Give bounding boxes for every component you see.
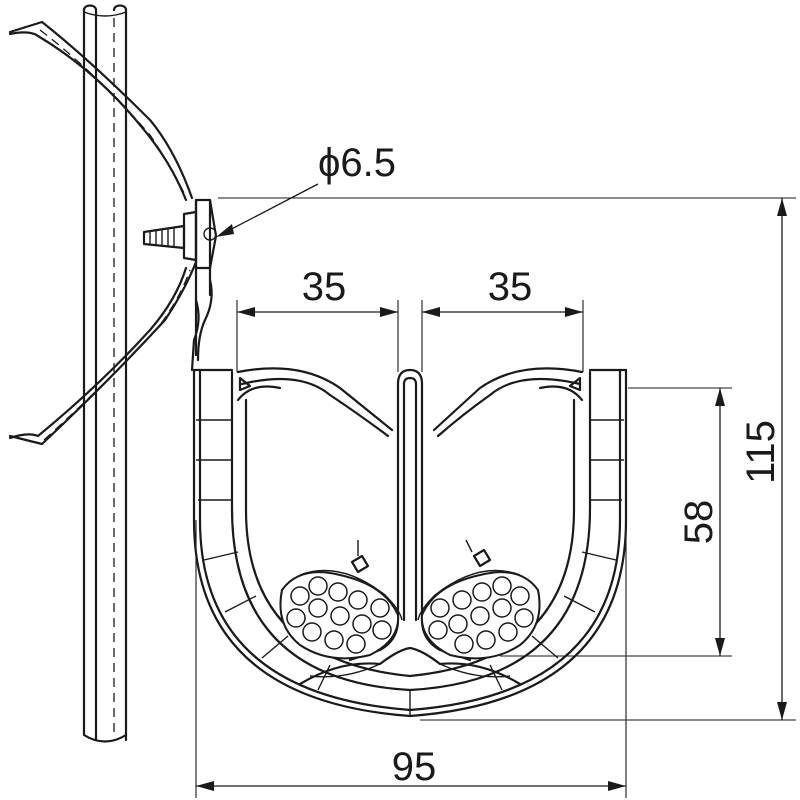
- width-left-label: 35: [302, 265, 347, 309]
- cable-bundle-left: [279, 540, 403, 660]
- dimension-total-height: 115: [218, 197, 796, 721]
- hanger-strap: [190, 278, 213, 372]
- dimension-total-width: 95: [195, 520, 627, 798]
- j-hook-body: [192, 367, 628, 718]
- total-width-label: 95: [392, 745, 437, 789]
- cable-bundle-right: [417, 539, 541, 660]
- width-right-label: 35: [488, 265, 533, 309]
- inner-height-label: 58: [677, 500, 721, 545]
- total-height-label: 115: [739, 420, 783, 484]
- dimension-inner-height: 58: [500, 387, 732, 657]
- dimension-hole-diameter: ϕ6.5: [216, 141, 396, 237]
- hole-diameter-label: ϕ6.5: [318, 141, 396, 185]
- dimension-width-pair: 35 35: [236, 265, 584, 372]
- beam-clip: [8, 20, 198, 446]
- vertical-beam: [82, 4, 128, 743]
